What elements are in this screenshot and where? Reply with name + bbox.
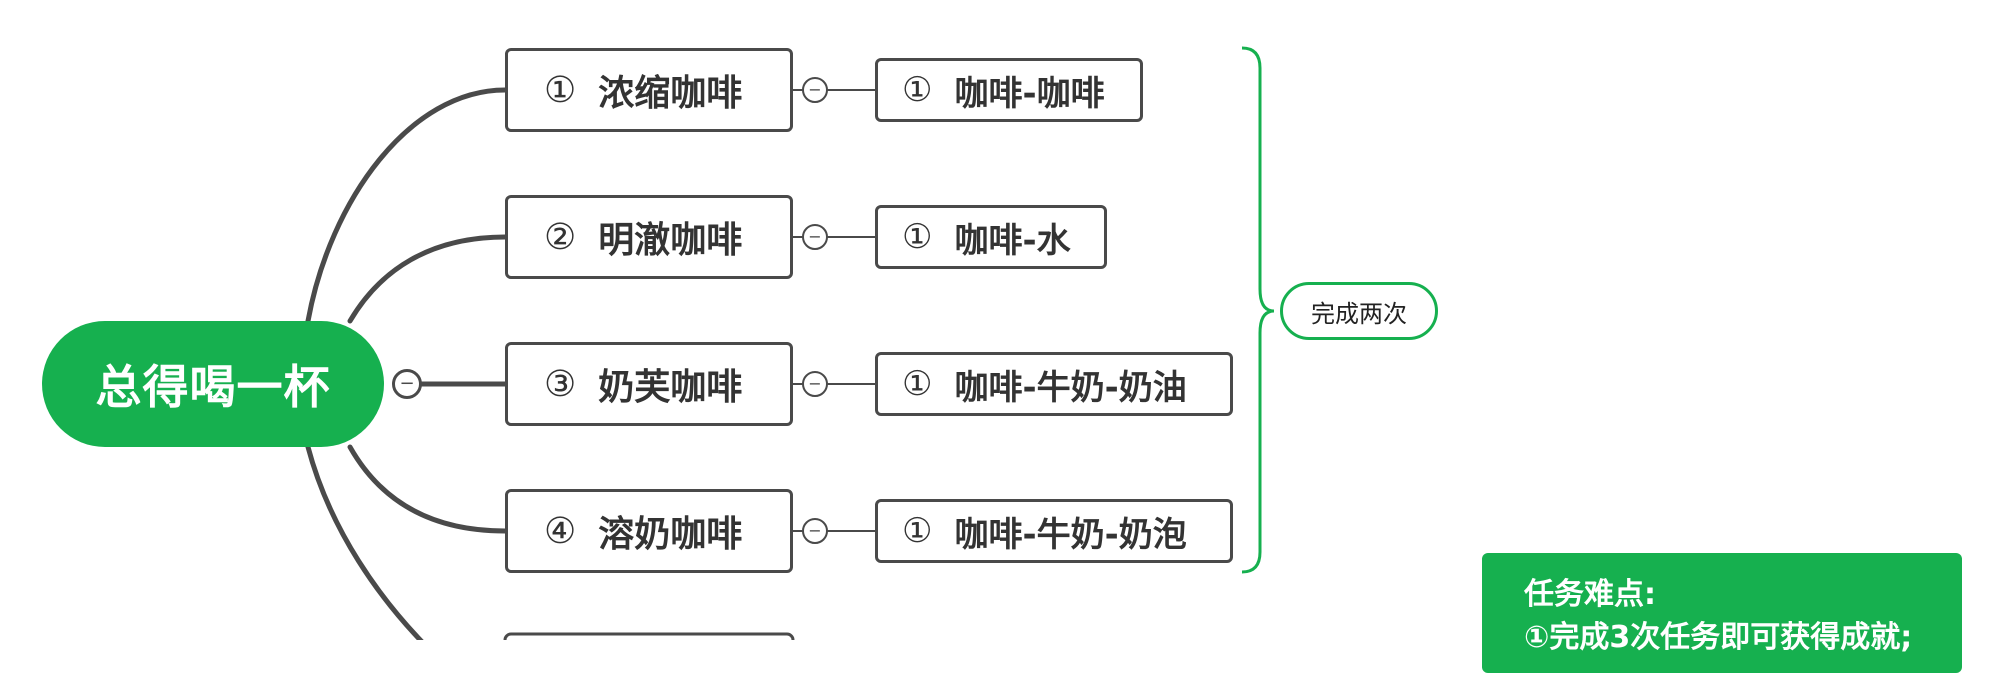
branch-2-number: ②	[544, 216, 577, 258]
branch-node-1[interactable]: ① 浓缩咖啡	[505, 48, 793, 132]
minus-icon: −	[808, 227, 822, 246]
branch-2-collapse-button[interactable]: −	[802, 224, 828, 250]
branch-3-collapse-button[interactable]: −	[802, 371, 828, 397]
child-3-label: 咖啡-牛奶-奶油	[954, 367, 1187, 408]
child-2-number: ①	[902, 217, 933, 257]
child-node-3[interactable]: ① 咖啡-牛奶-奶油	[875, 352, 1233, 416]
branch-node-4[interactable]: ④ 溶奶咖啡	[505, 489, 793, 573]
child-1-label: 咖啡-咖啡	[954, 73, 1105, 114]
task-note: 任务难点: ①完成3次任务即可获得成就;	[1482, 553, 1962, 673]
child-1-number: ①	[902, 70, 933, 110]
summary-node[interactable]: 完成两次	[1280, 282, 1438, 340]
branch-1-label: 浓缩咖啡	[598, 73, 743, 114]
branch-1-collapse-button[interactable]: −	[802, 77, 828, 103]
branch-4-collapse-button[interactable]: −	[802, 518, 828, 544]
branch-4-label: 溶奶咖啡	[598, 514, 743, 555]
branch-3-label: 奶芙咖啡	[598, 367, 743, 408]
branch-3-number: ③	[544, 363, 577, 405]
note-title: 任务难点:	[1524, 577, 1656, 612]
branch-2-label: 明澈咖啡	[598, 220, 743, 261]
child-2-label: 咖啡-水	[954, 220, 1071, 261]
branch-node-3[interactable]: ③ 奶芙咖啡	[505, 342, 793, 426]
child-node-1[interactable]: ① 咖啡-咖啡	[875, 58, 1143, 122]
branch-1-number: ①	[544, 69, 577, 111]
minus-icon: −	[399, 373, 415, 394]
connector-branch-5	[305, 444, 424, 640]
minus-icon: −	[808, 80, 822, 99]
child-4-number: ①	[902, 511, 933, 551]
branch-4-number: ④	[544, 510, 577, 552]
connector-branch-4	[347, 444, 508, 534]
summary-brace	[1241, 46, 1275, 574]
child-node-4[interactable]: ① 咖啡-牛奶-奶泡	[875, 499, 1233, 563]
root-node[interactable]: 总得喝一杯	[42, 321, 384, 447]
child-4-label: 咖啡-牛奶-奶泡	[954, 514, 1187, 555]
branch-node-2[interactable]: ② 明澈咖啡	[505, 195, 793, 279]
child-3-number: ①	[902, 364, 933, 404]
root-collapse-button[interactable]: −	[392, 369, 422, 399]
child-node-2[interactable]: ① 咖啡-水	[875, 205, 1107, 269]
summary-label: 完成两次	[1311, 299, 1407, 328]
root-node-label: 总得喝一杯	[95, 360, 331, 414]
branch-5-node-partial	[503, 632, 795, 640]
connector-branch-2	[347, 234, 508, 324]
minus-icon: −	[808, 374, 822, 393]
minus-icon: −	[808, 521, 822, 540]
note-line-1: ①完成3次任务即可获得成就;	[1524, 620, 1913, 655]
connector-branch-1	[305, 87, 508, 324]
